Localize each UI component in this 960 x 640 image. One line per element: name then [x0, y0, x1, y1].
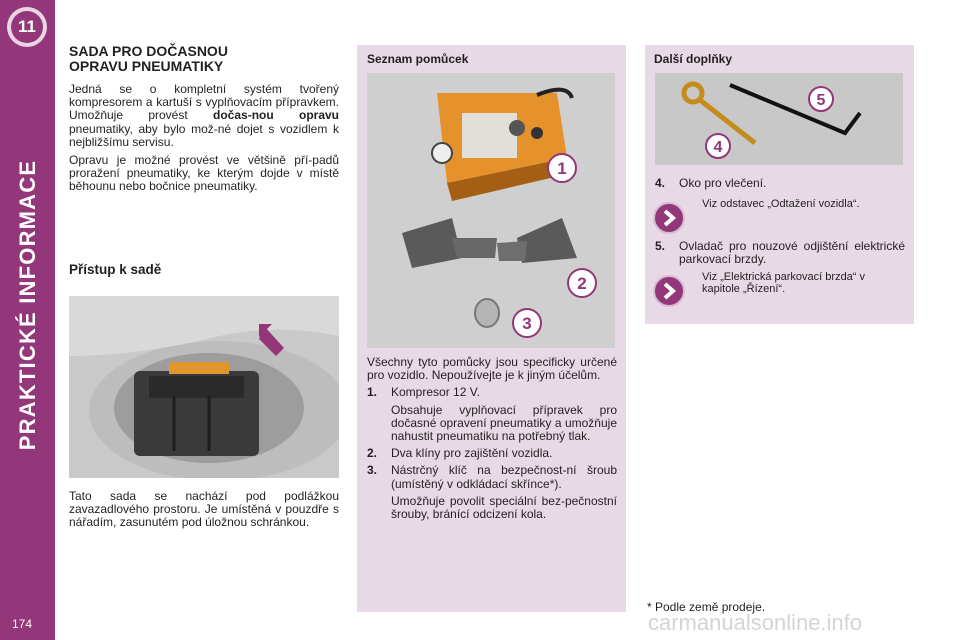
- list-item-number: 5.: [655, 239, 666, 254]
- badge-3: 3: [512, 308, 542, 338]
- badge-2-label: 2: [577, 274, 586, 293]
- section-title: SADA PRO DOČASNOU OPRAVU PNEUMATIKY: [69, 44, 339, 74]
- watermark: carmanualsonline.info: [648, 610, 863, 635]
- cross-reference-text: Viz „Elektrická parkovací brzda“ v kapit…: [702, 270, 866, 296]
- section-title-line2: OPRAVU PNEUMATIKY: [69, 58, 224, 74]
- intro-text: Jedná se o kompletní systém tvořený komp…: [69, 82, 339, 123]
- accessories-photo: 4 5: [655, 73, 903, 165]
- tools-panel: Seznam pomůcek 1 2: [357, 45, 626, 612]
- badge-4-label: 4: [714, 139, 723, 156]
- intro-paragraph: Jedná se o kompletní systém tvořený komp…: [69, 82, 340, 149]
- list-item: 4. Oko pro vlečení.: [655, 176, 905, 190]
- badge-1: 1: [547, 153, 577, 183]
- tools-title: Seznam pomůcek: [367, 52, 469, 66]
- footnote: * Podle země prodeje.: [647, 600, 766, 614]
- list-item: 2. Dva klíny pro zajištění vozidla.: [367, 447, 617, 460]
- badge-1-label: 1: [557, 159, 566, 178]
- list-item-text: Dva klíny pro zajištění vozidla.: [391, 446, 553, 461]
- arrow-right-icon: [653, 202, 685, 235]
- badge-4: 4: [705, 133, 731, 159]
- chapter-title-text: PRAKTICKÉ INFORMACE: [15, 159, 40, 451]
- chapter-badge: 11: [7, 7, 47, 47]
- access-title: Přístup k sadě: [69, 262, 162, 277]
- tools-photo: 1 2 3: [367, 73, 615, 348]
- accessories-panel: Další doplňky 4 5 4. Oko pro vlečení.: [645, 45, 914, 324]
- cross-reference[interactable]: Viz „Elektrická parkovací brzda“ v kapit…: [653, 270, 905, 307]
- trunk-photo: [69, 296, 339, 478]
- list-item-detail: Umožňuje povolit speciální bez-pečnostní…: [391, 493, 617, 522]
- list-item-number: 1.: [367, 385, 378, 400]
- list-item-detail: Obsahuje vyplňovací přípravek pro dočasn…: [391, 402, 617, 444]
- list-item: 1. Kompresor 12 V. Obsahuje vyplňovací p…: [367, 386, 617, 443]
- badge-2: 2: [567, 268, 597, 298]
- chapter-sidebar: 11 PRAKTICKÉ INFORMACE 174: [0, 0, 55, 640]
- chapter-number: 11: [11, 11, 43, 43]
- list-item-number: 3.: [367, 463, 378, 478]
- page-number: 174: [12, 617, 33, 631]
- section-title-line1: SADA PRO DOČASNOU: [69, 43, 228, 59]
- arrow-right-icon: [653, 274, 685, 307]
- list-item-text: Nástrčný klíč na bezpečnost-ní šroub (um…: [391, 463, 617, 491]
- list-item-text: Ovladač pro nouzové odjištění elektrické…: [679, 239, 905, 267]
- cross-reference-text: Viz odstavec „Odtažení vozidla“.: [702, 198, 860, 211]
- list-item-number: 2.: [367, 446, 378, 461]
- accessories-text: 4. Oko pro vlečení. Viz odstavec „Odtaže…: [653, 173, 905, 307]
- section-intro: SADA PRO DOČASNOU OPRAVU PNEUMATIKY Jedn…: [69, 44, 339, 194]
- list-item-number: 4.: [655, 176, 666, 190]
- badge-5-label: 5: [817, 92, 826, 109]
- tools-text: Všechny tyto pomůcky jsou specificky urč…: [367, 355, 617, 521]
- list-item-text: Kompresor 12 V.: [391, 385, 480, 400]
- intro-bold-text: dočas-nou opravu: [213, 108, 340, 123]
- access-text: Tato sada se nachází pod podlážkou zavaz…: [69, 489, 339, 530]
- repair-paragraph: Opravu je možné provést ve většině pří-p…: [69, 153, 339, 194]
- cross-reference[interactable]: Viz odstavec „Odtažení vozidla“.: [653, 198, 905, 235]
- intro-text-end: pneumatiky, aby bylo mož-né dojet s vozi…: [69, 121, 339, 149]
- list-item: 5. Ovladač pro nouzové odjištění elektri…: [655, 239, 905, 267]
- access-paragraph: Tato sada se nachází pod podlážkou zavaz…: [69, 489, 339, 530]
- list-item: 3. Nástrčný klíč na bezpečnost-ní šroub …: [367, 464, 617, 521]
- tools-intro: Všechny tyto pomůcky jsou specificky urč…: [367, 355, 617, 383]
- accessories-title: Další doplňky: [654, 52, 733, 66]
- badge-3-label: 3: [522, 314, 531, 333]
- badge-5: 5: [808, 86, 834, 112]
- list-item-text: Oko pro vlečení.: [679, 176, 767, 190]
